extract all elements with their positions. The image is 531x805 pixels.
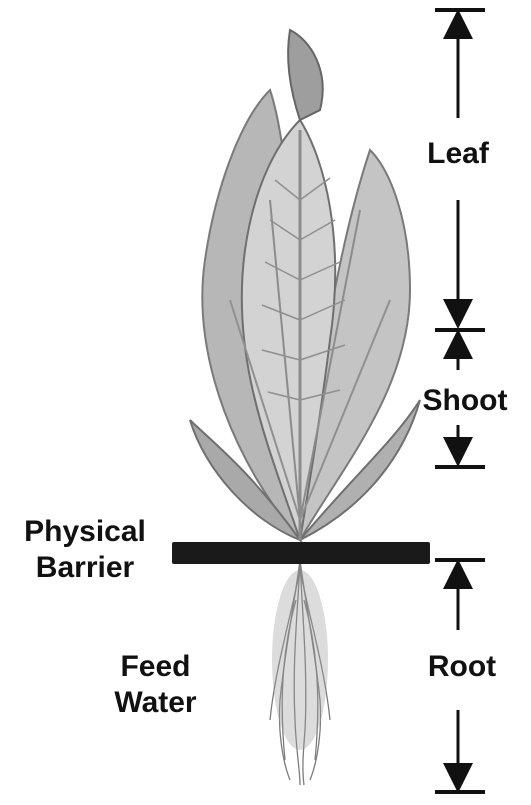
- feed-water-line2: Water: [98, 688, 213, 718]
- leaf-label: Leaf: [418, 139, 498, 169]
- shoot-label: Shoot: [410, 386, 520, 416]
- physical-barrier-line2: Barrier: [10, 553, 160, 583]
- physical-barrier-line1: Physical: [10, 517, 160, 547]
- lettuce-plant-icon: [190, 30, 420, 785]
- feed-water-label: Feed Water: [98, 652, 213, 718]
- feed-water-line1: Feed: [98, 652, 213, 682]
- barrier-bar: [172, 542, 430, 564]
- root-label: Root: [418, 652, 506, 682]
- physical-barrier-label: Physical Barrier: [10, 517, 160, 583]
